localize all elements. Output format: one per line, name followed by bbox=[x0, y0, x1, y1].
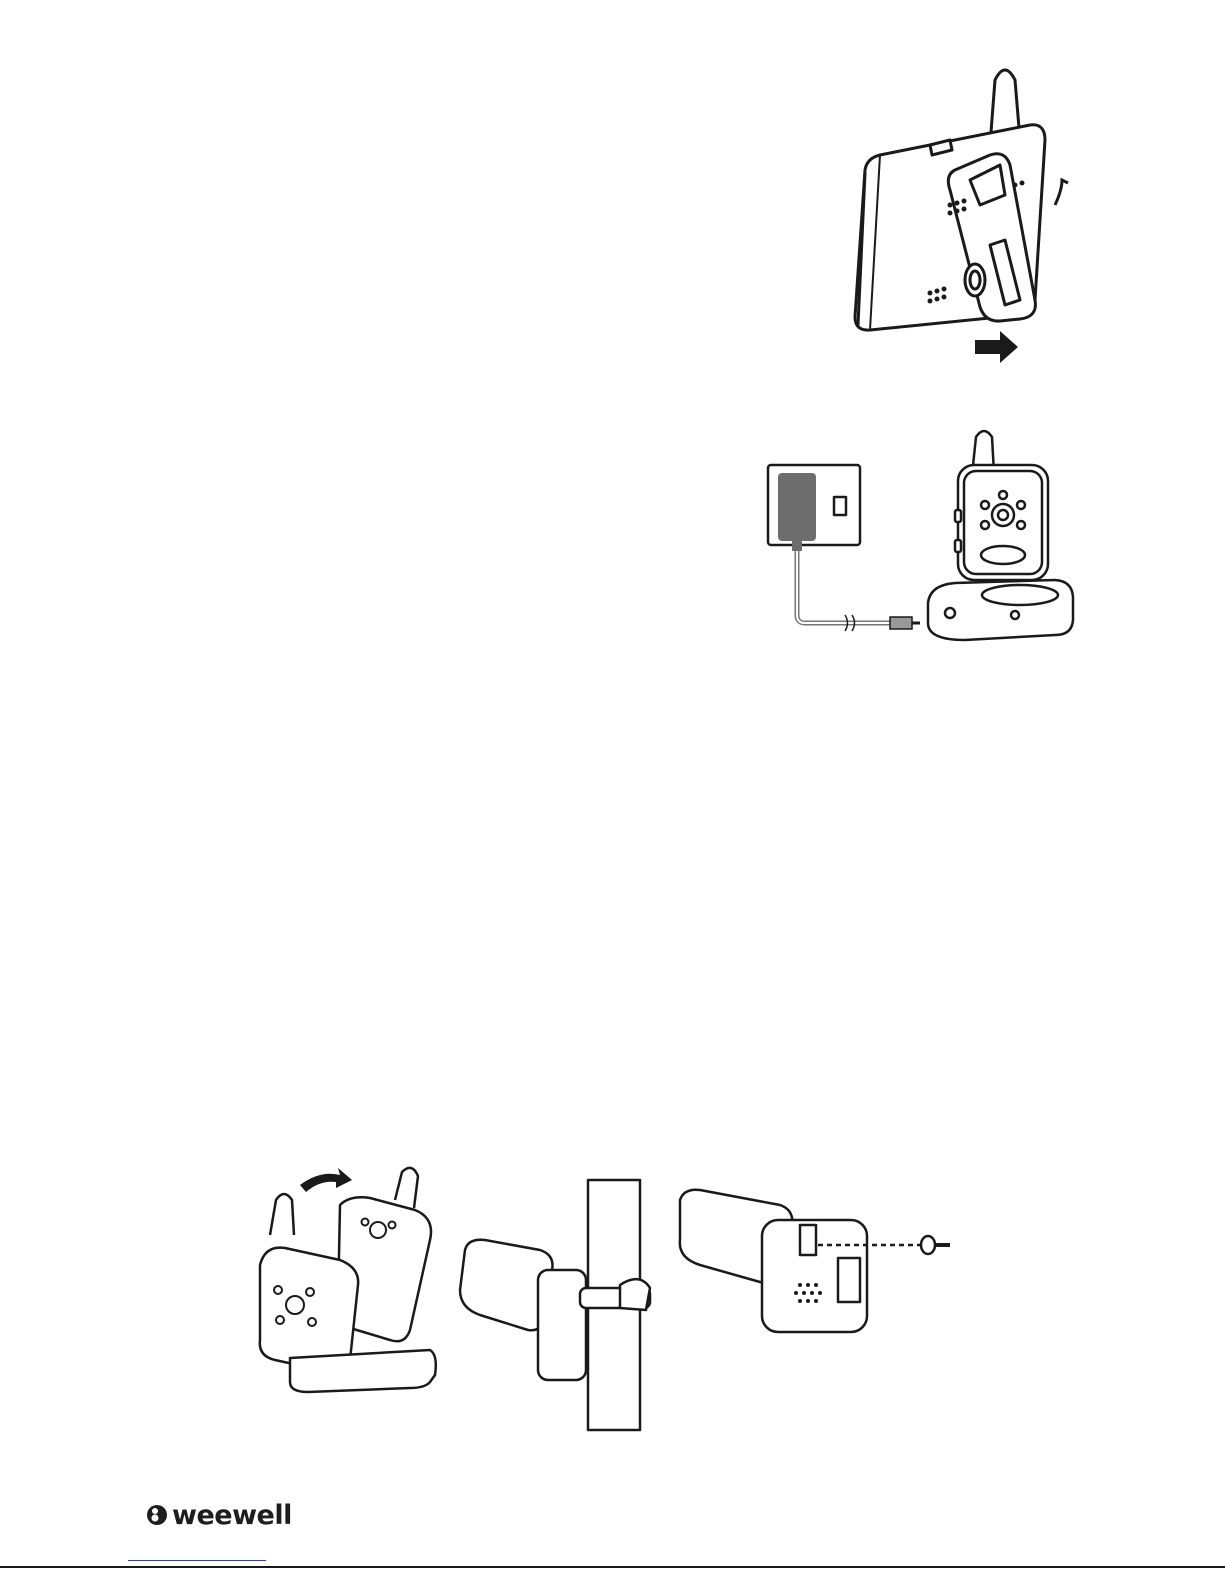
weewell-dot-logo-icon bbox=[146, 1504, 168, 1526]
camera-mounting-illustration bbox=[240, 1160, 970, 1440]
footer-link-underline[interactable] bbox=[128, 1560, 266, 1561]
monitor-stand-illustration bbox=[840, 55, 1090, 375]
brand-name: weewell bbox=[172, 1500, 292, 1531]
footer-divider bbox=[0, 1566, 1225, 1568]
brand-logo: weewell bbox=[146, 1495, 292, 1535]
camera-power-illustration bbox=[750, 425, 1090, 660]
